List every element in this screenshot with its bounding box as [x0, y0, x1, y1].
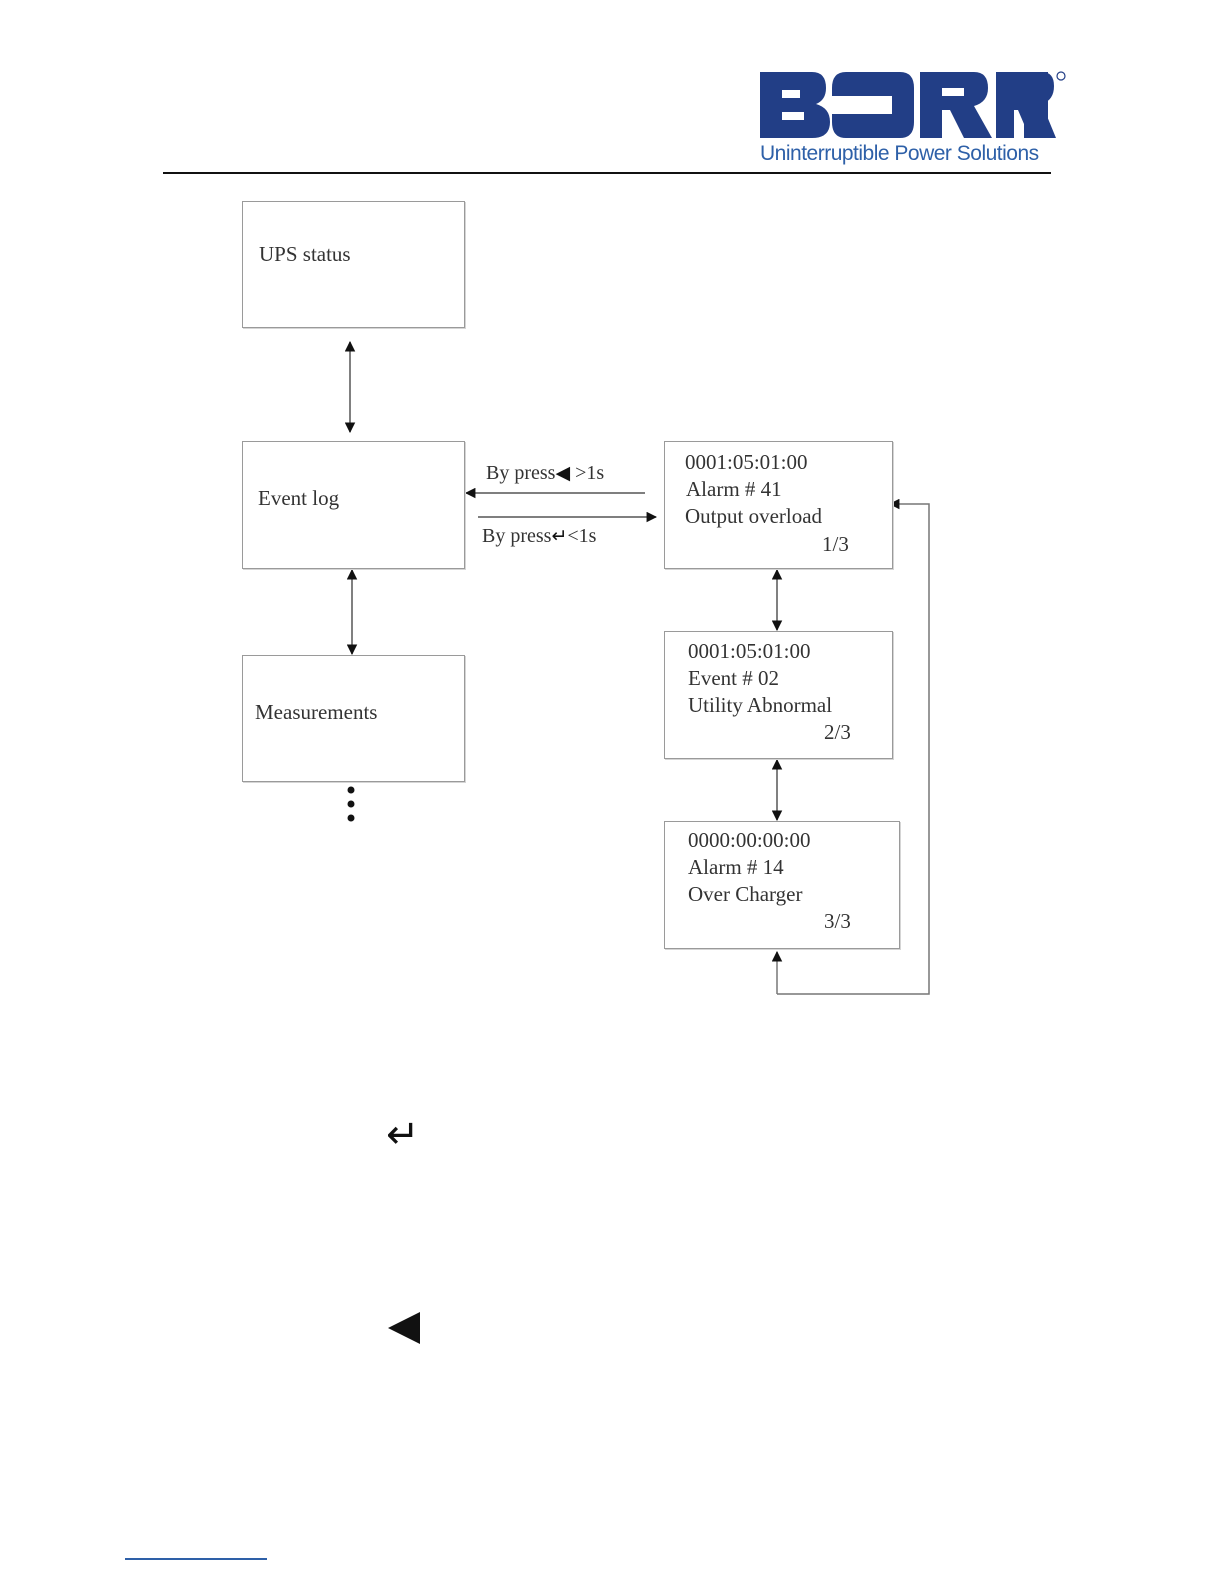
enter-transition-prefix: By press — [482, 525, 551, 547]
back-transition-label: By press◀ >1s — [486, 462, 604, 485]
event-code: Alarm # 14 — [688, 855, 784, 880]
enter-return-icon: ↵ — [551, 525, 567, 547]
ups-status-label: UPS status — [259, 242, 351, 267]
event-message: Output overload — [685, 504, 822, 529]
vertical-ellipsis-icon — [348, 787, 355, 822]
footer-link-underline — [125, 1558, 267, 1560]
event-message: Utility Abnormal — [688, 693, 832, 718]
event-time: 0001:05:01:00 — [685, 450, 808, 475]
enter-transition-label: By press↵<1s — [482, 525, 596, 548]
back-transition-prefix: By press — [486, 462, 555, 484]
event-page: 3/3 — [824, 909, 851, 934]
enter-transition-suffix: <1s — [567, 525, 596, 547]
enter-return-icon: ↵ — [386, 1112, 420, 1158]
event-page: 1/3 — [822, 532, 849, 557]
left-triangle-icon — [386, 1308, 420, 1348]
measurements-label: Measurements — [255, 700, 377, 725]
event-code: Event # 02 — [688, 666, 779, 691]
borri-logo-graphic — [760, 70, 1066, 148]
back-transition-suffix: >1s — [575, 462, 604, 484]
event-message: Over Charger — [688, 882, 803, 907]
brand-tagline: Uninterruptible Power Solutions — [760, 142, 1052, 166]
event-log-label: Event log — [258, 486, 339, 511]
header-divider — [163, 172, 1051, 174]
event-code: Alarm # 41 — [686, 477, 782, 502]
event-page: 2/3 — [824, 720, 851, 745]
left-triangle-icon: ◀ — [555, 462, 570, 484]
event-time: 0001:05:01:00 — [688, 639, 811, 664]
event-time: 0000:00:00:00 — [688, 828, 811, 853]
